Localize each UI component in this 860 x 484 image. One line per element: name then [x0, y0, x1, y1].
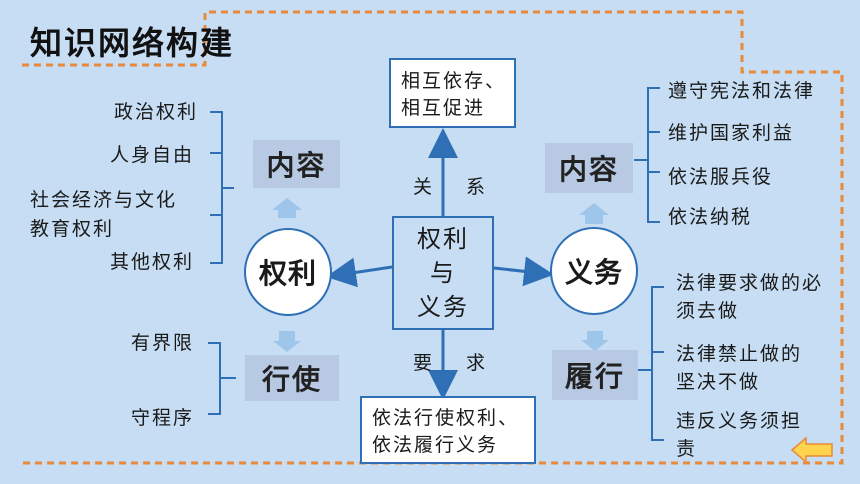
- duties-content-item: 遵守宪法和法律: [668, 80, 816, 102]
- rights-content-item: 其他权利: [109, 251, 194, 273]
- rights-exercise-label: 行使: [245, 355, 339, 401]
- requirement-box: 依法行使权利、 依法履行义务: [360, 396, 536, 464]
- duties-perform-item: 法律禁止做的: [676, 343, 803, 365]
- requirement-text-2: 依法履行义务: [372, 434, 499, 456]
- duties-content-bracket: [634, 87, 660, 223]
- requirement-label: 要 求: [413, 352, 500, 374]
- requirement-text-1: 依法行使权利、: [372, 407, 520, 429]
- duties-content-label: 内容: [545, 143, 633, 193]
- arrow-to-rights: [326, 257, 393, 288]
- duties-perform-item: 须去做: [676, 300, 740, 322]
- rights-content-item: 政治权利: [113, 101, 198, 123]
- rights-content-bracket: [210, 111, 234, 264]
- rights-content-item: 社会经济与文化: [30, 189, 178, 211]
- back-arrow-icon: [790, 436, 833, 464]
- rights-content-item: 教育权利: [30, 218, 115, 240]
- arrow-to-duties: [493, 256, 554, 287]
- down-arrow-duties: [581, 331, 609, 351]
- center-line-2: 与: [430, 259, 456, 287]
- duties-node: 义务: [550, 227, 638, 315]
- center-node: 权利 与 义务: [392, 216, 494, 330]
- center-line-3: 义务: [417, 293, 469, 321]
- up-arrow-rights: [272, 198, 302, 218]
- page-title: 知识网络构建: [30, 24, 235, 62]
- relation-text-2: 相互促进: [401, 97, 486, 119]
- relation-box: 相互依存、 相互促进: [389, 58, 516, 128]
- relation-text-1: 相互依存、: [401, 70, 507, 92]
- duties-perform-item: 责: [676, 438, 698, 460]
- duties-perform-item: 坚决不做: [676, 371, 761, 393]
- center-line-1: 权利: [417, 225, 469, 253]
- duties-perform-bracket: [638, 286, 664, 441]
- rights-content-label: 内容: [253, 140, 340, 188]
- duties-content-item: 依法服兵役: [668, 166, 774, 188]
- relation-label: 关 系: [413, 176, 500, 198]
- rights-exercise-bracket: [208, 342, 236, 415]
- duties-content-item: 依法纳税: [668, 206, 753, 228]
- duties-content-item: 维护国家利益: [668, 122, 795, 144]
- duties-perform-item: 违反义务须担: [676, 410, 803, 432]
- duties-perform-item: 法律要求做的必: [676, 272, 824, 294]
- rights-node: 权利: [244, 228, 332, 316]
- up-arrow-duties: [579, 203, 609, 224]
- rights-exercise-item: 有界限: [130, 332, 194, 354]
- down-arrow-rights: [273, 331, 301, 352]
- rights-exercise-item: 守程序: [130, 407, 194, 429]
- duties-perform-label: 履行: [552, 350, 638, 400]
- rights-content-item: 人身自由: [109, 144, 194, 166]
